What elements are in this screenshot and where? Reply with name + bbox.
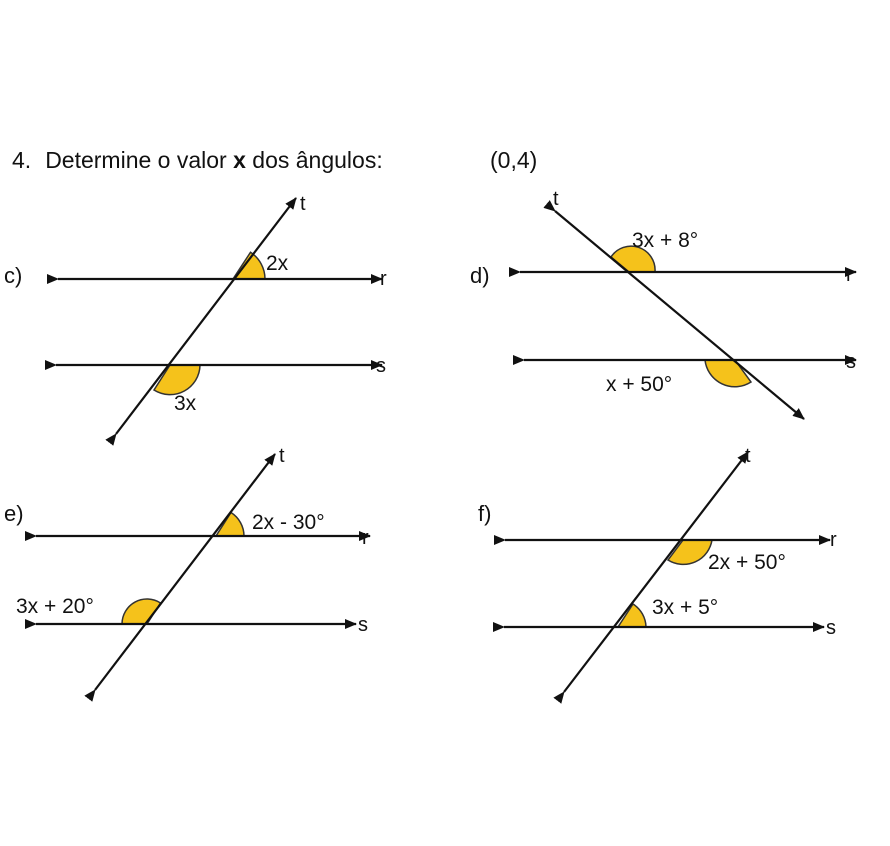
question-text-after: dos ângulos: bbox=[245, 147, 383, 173]
panel-e-label: e) bbox=[4, 501, 24, 526]
question-variable: x bbox=[233, 147, 246, 173]
panel-c-angle-bottom-label: 3x bbox=[174, 392, 197, 415]
question-text-before: Determine o valor bbox=[45, 147, 234, 173]
question-number: 4. bbox=[12, 147, 32, 173]
panel-d-transversal-t bbox=[543, 200, 805, 420]
panel-e-s-label: s bbox=[358, 614, 368, 636]
panel-d-angle-top-label: 3x + 8° bbox=[632, 229, 698, 252]
panel-e: e) t r s 2x - 30° 3x + 20° bbox=[4, 445, 371, 702]
panel-c-t-label: t bbox=[300, 193, 306, 215]
panel-e-r-label: r bbox=[362, 527, 369, 549]
question-score: (0,4) bbox=[490, 147, 538, 173]
panel-f-angle-top-label: 2x + 50° bbox=[708, 551, 786, 574]
panel-f-r-label: r bbox=[830, 529, 837, 551]
panel-c-angle-top-label: 2x bbox=[266, 252, 289, 275]
panel-e-angle-top-label: 2x - 30° bbox=[252, 511, 325, 534]
panel-d-s-label: s bbox=[846, 351, 856, 373]
panel-f-transversal-t bbox=[553, 451, 749, 704]
panel-e-t-label: t bbox=[279, 445, 285, 467]
panel-d: d) t r s 3x + 8° x + 50° bbox=[470, 188, 857, 420]
panel-c-r-label: r bbox=[380, 268, 387, 290]
panel-d-angle-bottom-label: x + 50° bbox=[606, 373, 672, 396]
panel-c-label: c) bbox=[4, 263, 22, 288]
panel-f-s-label: s bbox=[826, 617, 836, 639]
panel-f-label: f) bbox=[478, 501, 491, 526]
panel-f: f) t r s 2x + 50° 3x + 5° bbox=[478, 445, 837, 704]
panel-d-angle-bottom-marker bbox=[704, 359, 753, 388]
question-title: 4. Determine o valor x dos ângulos: (0,4) bbox=[12, 147, 712, 174]
panel-e-angle-bottom-label: 3x + 20° bbox=[16, 595, 94, 618]
panel-d-t-label: t bbox=[553, 188, 559, 210]
panel-f-t-label: t bbox=[745, 445, 751, 467]
panel-c-s-label: s bbox=[376, 355, 386, 377]
panel-d-r-label: r bbox=[846, 264, 853, 286]
panel-f-angle-bottom-label: 3x + 5° bbox=[652, 596, 718, 619]
panel-c-angle-bottom-marker bbox=[152, 364, 201, 396]
panel-f-angle-top-marker bbox=[666, 539, 713, 566]
panel-c: c) t r s 2x 3x bbox=[4, 193, 387, 446]
panel-d-label: d) bbox=[470, 263, 490, 288]
panel-e-transversal-t bbox=[84, 453, 276, 702]
panel-c-transversal-t bbox=[105, 197, 297, 446]
